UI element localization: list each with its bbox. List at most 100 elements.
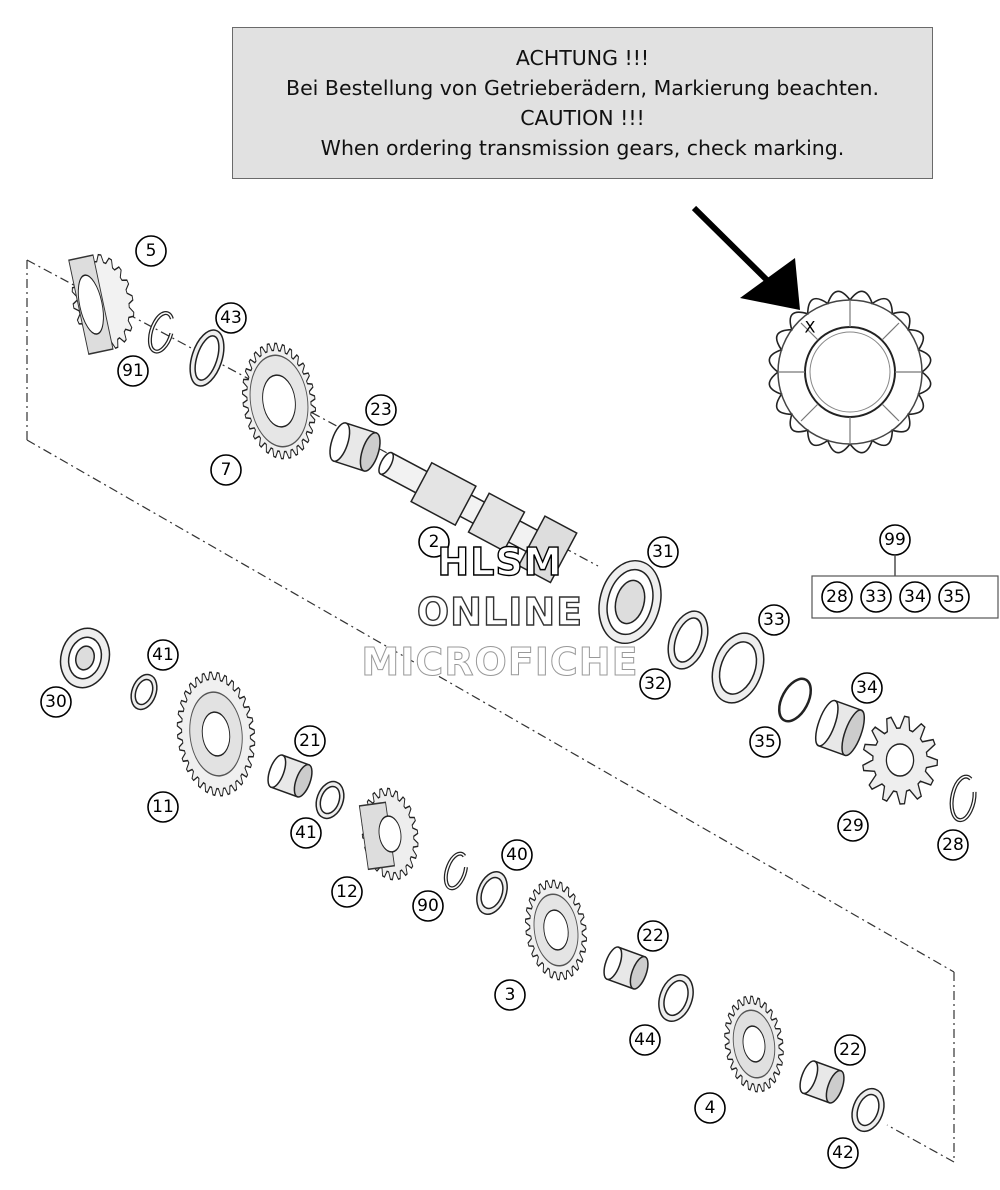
callout-22-lower: 22 xyxy=(834,1034,866,1066)
callout-2: 2 xyxy=(418,526,450,558)
svg-text:31: 31 xyxy=(652,542,674,562)
gear-5 xyxy=(68,253,135,355)
callout-21: 21 xyxy=(294,725,326,757)
svg-text:41: 41 xyxy=(152,645,174,665)
callout-5: 5 xyxy=(135,235,167,267)
callout-28: 28 xyxy=(937,829,969,861)
callout-11: 11 xyxy=(147,791,179,823)
svg-text:44: 44 xyxy=(634,1030,656,1050)
callout-23: 23 xyxy=(365,394,397,426)
callout-32: 32 xyxy=(639,668,671,700)
svg-text:23: 23 xyxy=(370,400,392,420)
svg-text:28: 28 xyxy=(826,587,848,607)
watermark-line-3: MICROFICHE xyxy=(361,640,639,685)
bearing-31 xyxy=(598,559,662,645)
callout-42: 42 xyxy=(827,1137,859,1169)
svg-text:90: 90 xyxy=(417,896,439,916)
svg-text:40: 40 xyxy=(506,845,528,865)
gear-4 xyxy=(724,995,784,1093)
callout-12: 12 xyxy=(331,876,363,908)
callout-41-lower: 41 xyxy=(290,817,322,849)
callout-30: 30 xyxy=(40,686,72,718)
svg-text:21: 21 xyxy=(299,731,321,751)
callouts: 5 43 91 7 23 2 31 99 28 33 34 35 33 32 3… xyxy=(40,235,970,1169)
svg-text:34: 34 xyxy=(904,587,926,607)
circlip-90 xyxy=(443,851,469,891)
svg-text:42: 42 xyxy=(832,1143,854,1163)
notice-line-de-title: ACHTUNG !!! xyxy=(515,46,650,70)
callout-33: 33 xyxy=(758,604,790,636)
gear-11 xyxy=(176,671,256,797)
callout-35-kit: 35 xyxy=(938,581,970,613)
washer-41-lower xyxy=(315,780,345,820)
callout-44: 44 xyxy=(629,1024,661,1056)
watermark-line-2: ONLINE xyxy=(416,589,584,634)
svg-text:33: 33 xyxy=(763,610,785,630)
washer-42 xyxy=(851,1087,885,1133)
watermark-line-1: HLSM xyxy=(437,539,563,584)
washer-40 xyxy=(476,871,508,915)
callout-31: 31 xyxy=(647,536,679,568)
washer-32 xyxy=(667,610,709,670)
circlip-91 xyxy=(147,311,174,354)
svg-text:35: 35 xyxy=(943,587,965,607)
circlip-28 xyxy=(949,774,977,823)
callout-22-upper: 22 xyxy=(637,920,669,952)
svg-text:12: 12 xyxy=(336,882,358,902)
svg-text:3: 3 xyxy=(505,985,516,1005)
svg-text:99: 99 xyxy=(884,530,906,550)
o-ring-35 xyxy=(777,677,813,723)
svg-text:35: 35 xyxy=(754,732,776,752)
svg-text:28: 28 xyxy=(942,835,964,855)
svg-text:34: 34 xyxy=(856,678,878,698)
svg-text:22: 22 xyxy=(642,926,664,946)
callout-7: 7 xyxy=(210,454,242,486)
svg-text:30: 30 xyxy=(45,692,67,712)
svg-text:43: 43 xyxy=(220,308,242,328)
callout-29: 29 xyxy=(837,810,869,842)
svg-text:32: 32 xyxy=(644,674,666,694)
callout-4: 4 xyxy=(694,1092,726,1124)
callout-33-kit: 33 xyxy=(860,581,892,613)
callout-35: 35 xyxy=(749,726,781,758)
washer-43 xyxy=(189,329,225,387)
marking-arrow xyxy=(691,205,800,310)
svg-text:5: 5 xyxy=(146,241,157,261)
bush-21 xyxy=(267,754,313,798)
notice-line-de-text: Bei Bestellung von Getrieberädern, Marki… xyxy=(286,76,879,100)
bush-22-lower xyxy=(799,1060,845,1104)
callout-41-upper: 41 xyxy=(147,639,179,671)
callout-99: 99 xyxy=(879,524,911,556)
bearing-30 xyxy=(59,627,111,689)
svg-text:4: 4 xyxy=(705,1098,716,1118)
svg-text:29: 29 xyxy=(842,816,864,836)
gear-7 xyxy=(242,342,316,460)
notice-line-en-text: When ordering transmission gears, check … xyxy=(320,136,845,160)
callout-90: 90 xyxy=(412,890,444,922)
gear-12 xyxy=(358,787,419,881)
shaft-2 xyxy=(378,451,578,584)
svg-text:11: 11 xyxy=(152,797,174,817)
parts xyxy=(59,253,977,1133)
callout-40: 40 xyxy=(501,839,533,871)
callout-28-kit: 28 xyxy=(821,581,853,613)
notice-line-en-title: CAUTION !!! xyxy=(520,106,645,130)
svg-text:2: 2 xyxy=(429,532,440,552)
svg-text:7: 7 xyxy=(221,460,232,480)
gear-3 xyxy=(525,879,587,981)
svg-text:22: 22 xyxy=(839,1040,861,1060)
svg-text:91: 91 xyxy=(122,361,144,381)
seal-33 xyxy=(711,632,765,704)
marking-symbol: X xyxy=(805,318,816,337)
callout-43: 43 xyxy=(215,302,247,334)
svg-text:33: 33 xyxy=(865,587,887,607)
bush-22-upper xyxy=(603,946,649,990)
callout-34-kit: 34 xyxy=(899,581,931,613)
spacer-34 xyxy=(814,699,866,757)
svg-text:41: 41 xyxy=(295,823,317,843)
caution-notice: ACHTUNG !!! Bei Bestellung von Getrieber… xyxy=(232,27,933,179)
reference-gear-marking: X xyxy=(768,290,932,454)
callout-3: 3 xyxy=(494,979,526,1011)
sprocket-29 xyxy=(862,715,939,805)
